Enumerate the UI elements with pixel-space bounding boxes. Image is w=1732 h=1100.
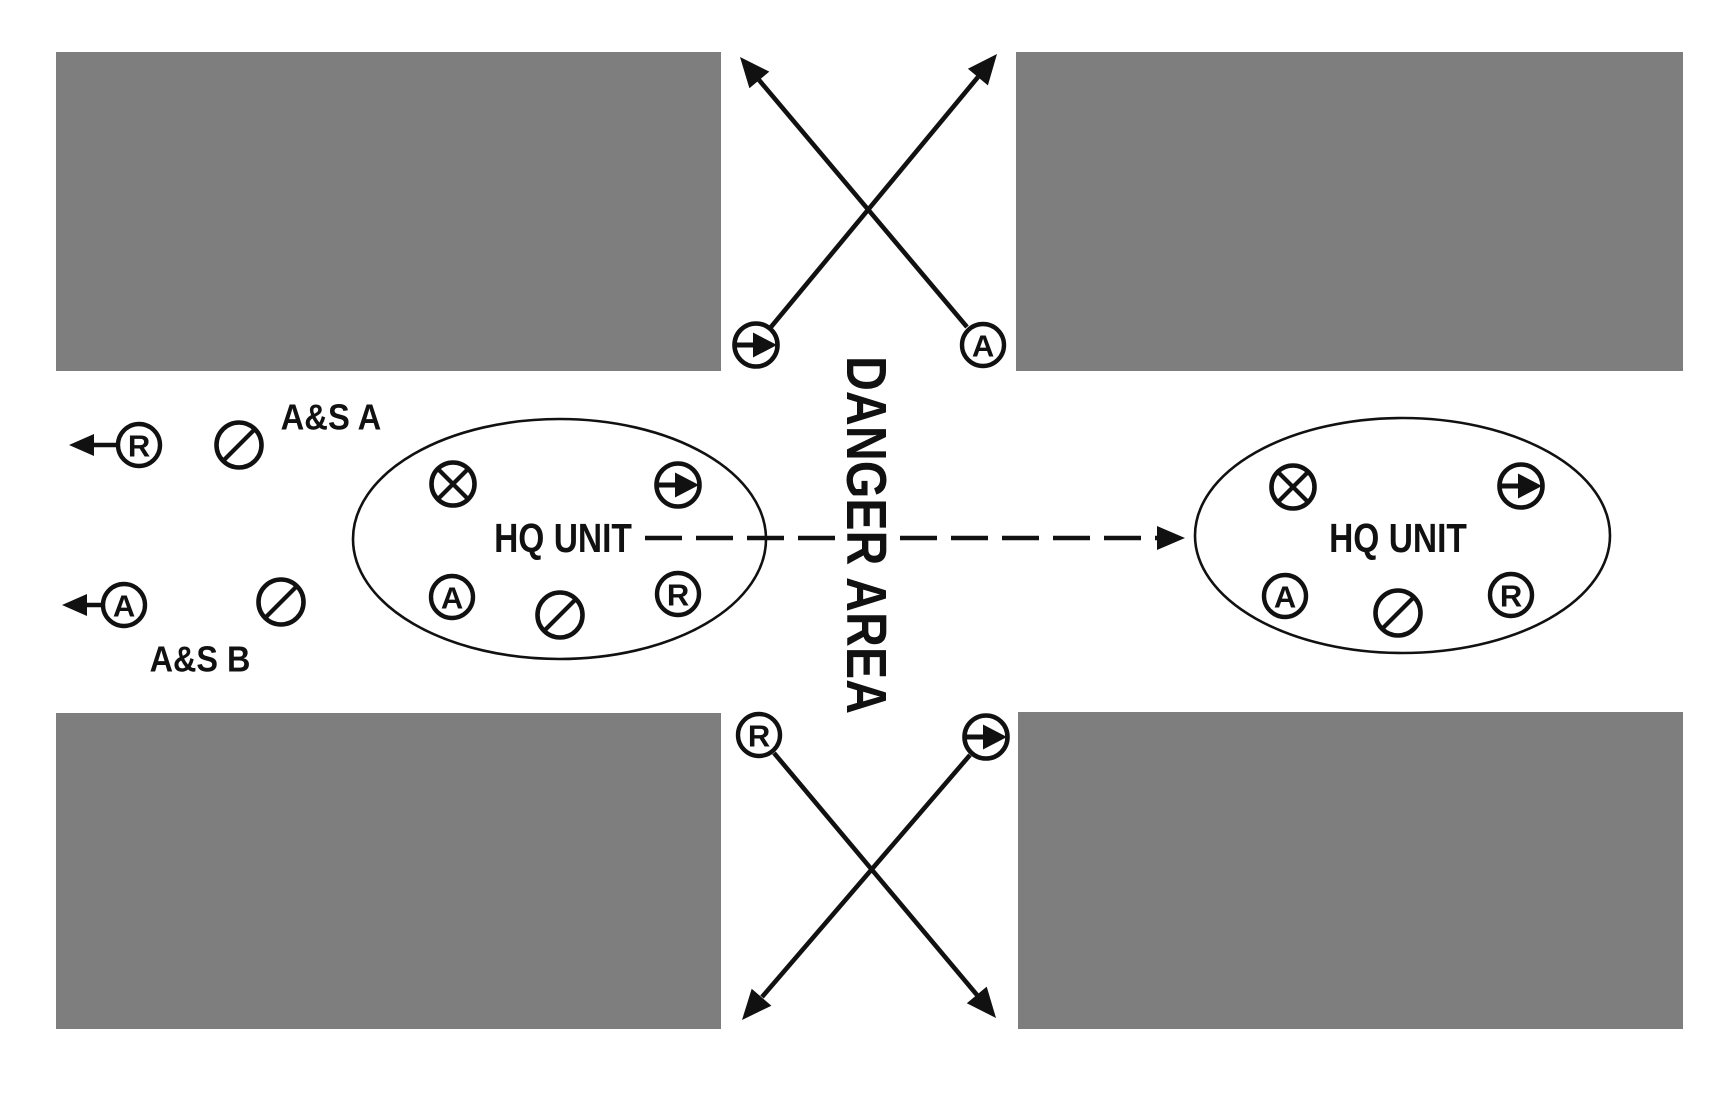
svg-text:HQ UNIT: HQ UNIT: [1329, 515, 1467, 561]
svg-text:A&S A: A&S A: [281, 398, 382, 438]
svg-text:DANGER AREA: DANGER AREA: [834, 356, 898, 714]
svg-text:A&S B: A&S B: [150, 640, 251, 680]
svg-text:HQ UNIT: HQ UNIT: [494, 515, 632, 561]
